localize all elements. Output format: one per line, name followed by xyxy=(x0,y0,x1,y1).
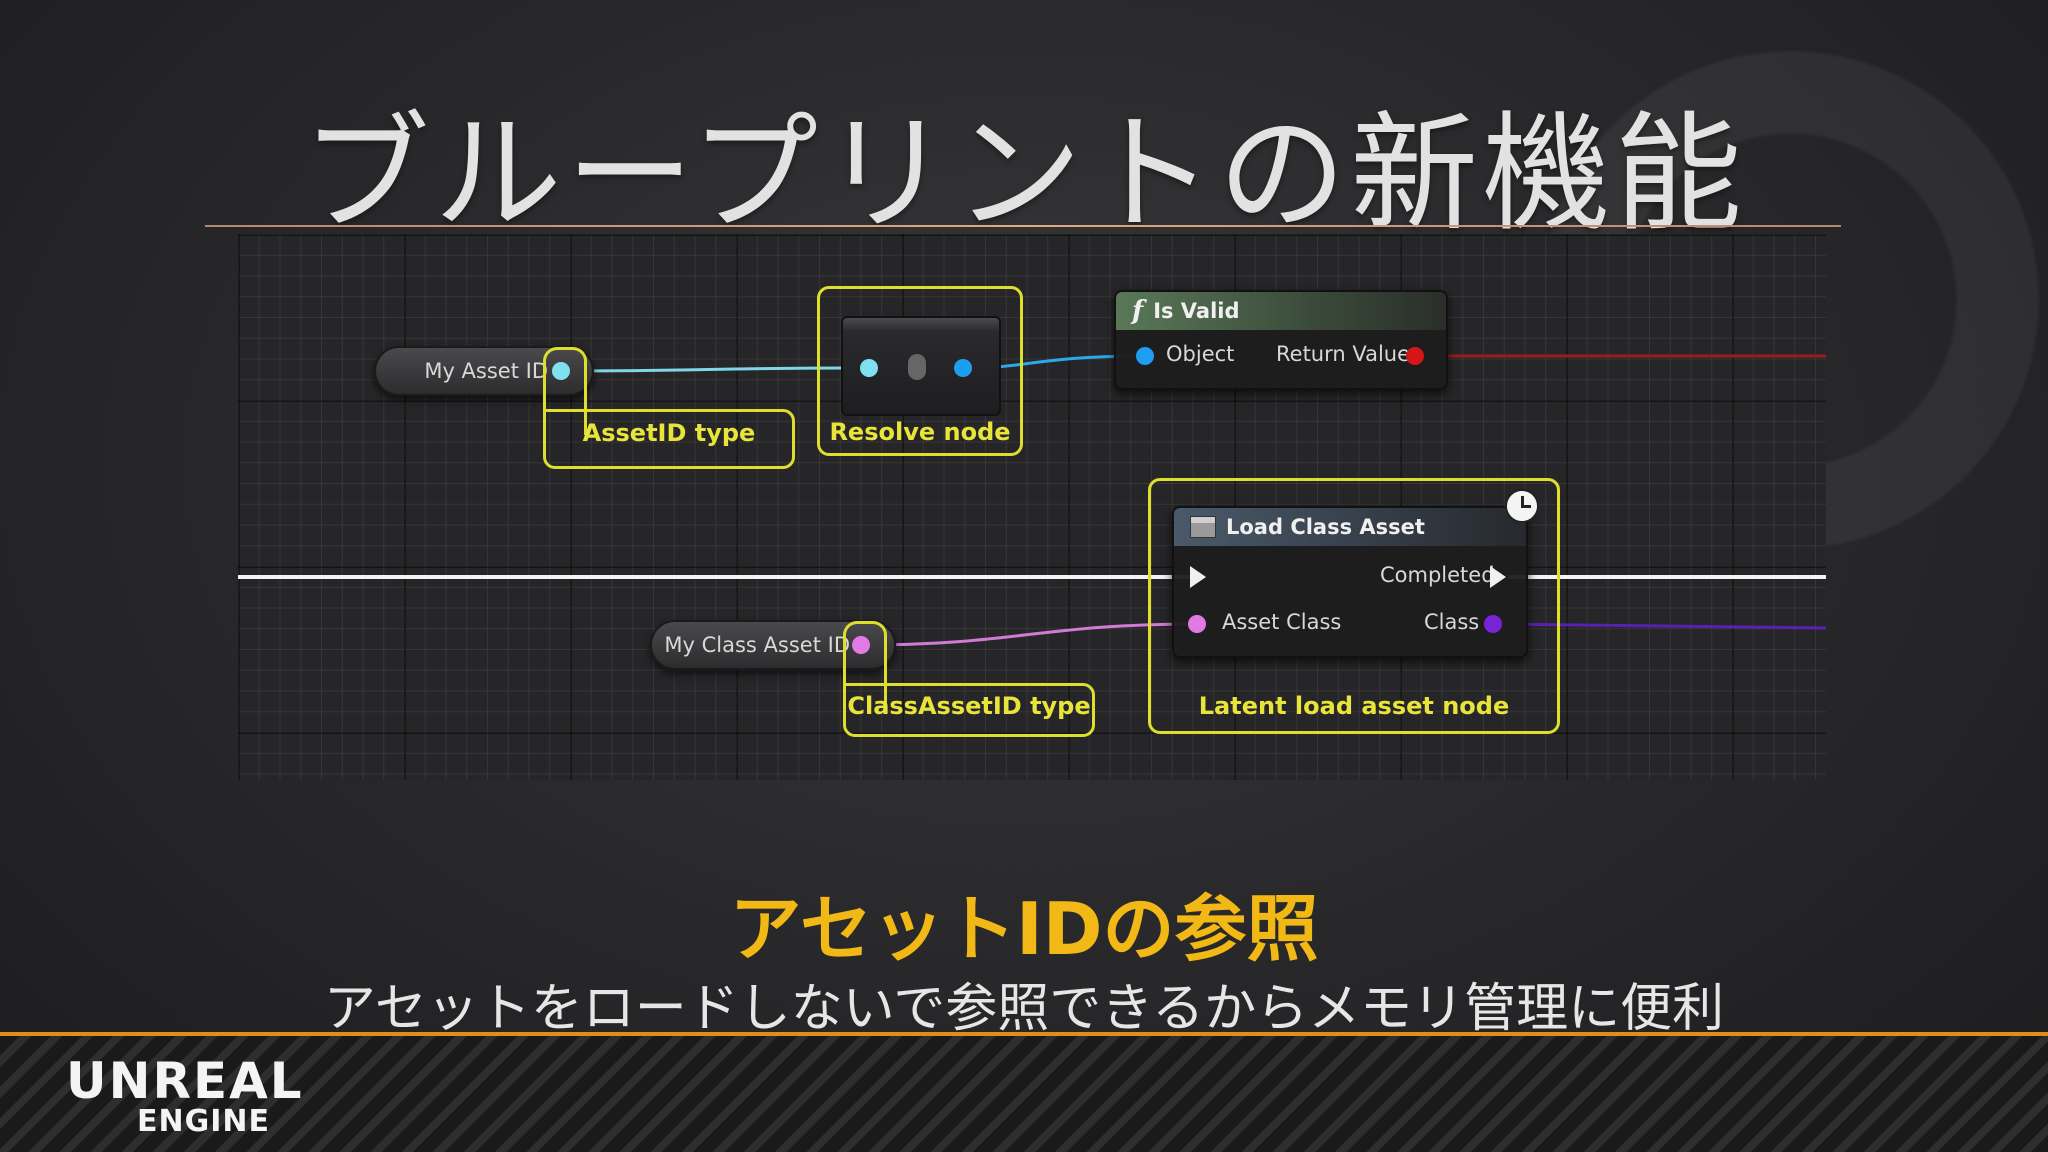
clock-icon xyxy=(1505,489,1539,523)
label-classassetid-type: ClassAssetID type xyxy=(847,692,1091,720)
is-valid-return-pin[interactable] xyxy=(1406,347,1424,365)
highlight-classassetid-pin xyxy=(843,621,887,711)
asset-id-output-pin[interactable] xyxy=(552,362,570,380)
load-class-asset-title: Load Class Asset xyxy=(1226,515,1425,539)
class-asset-id-output-pin[interactable] xyxy=(852,636,870,654)
highlight-assetid-type xyxy=(543,409,795,469)
graph-wires xyxy=(238,354,1826,647)
title-divider xyxy=(205,225,1841,227)
highlight-assetid-pin xyxy=(543,347,587,435)
is-valid-object-pin[interactable] xyxy=(1136,347,1154,365)
is-valid-title: Is Valid xyxy=(1153,299,1240,323)
highlight-classassetid-type xyxy=(843,683,1095,737)
slide-caption: アセットをロードしないで参照できるからメモリ管理に便利 xyxy=(323,979,1725,1039)
class-output-label: Class xyxy=(1424,610,1480,634)
class-output-wire xyxy=(1497,622,1826,630)
completed-label: Completed xyxy=(1380,563,1495,587)
exec-completed-pin[interactable] xyxy=(1490,566,1506,588)
variable-label-my-class-asset-id: My Class Asset ID xyxy=(664,633,850,657)
highlight-resolve-node xyxy=(817,286,1023,456)
exec-input-pin[interactable] xyxy=(1190,566,1206,588)
is-valid-return-label: Return Value xyxy=(1276,342,1411,366)
class-output-pin[interactable] xyxy=(1484,615,1502,633)
slide-subtitle: アセットIDの参照 xyxy=(729,887,1319,971)
slide-title: ブループリントの新機能 xyxy=(301,100,1747,249)
label-latent-load-asset-node: Latent load asset node xyxy=(1198,692,1510,720)
resolve-input-pin[interactable] xyxy=(860,359,878,377)
highlight-latent-load-node xyxy=(1148,478,1560,734)
is-valid-header: f Is Valid xyxy=(1116,292,1446,330)
asset-class-input-pin[interactable] xyxy=(1188,615,1206,633)
label-resolve-node: Resolve node xyxy=(829,418,1011,446)
is-valid-node[interactable]: f Is Valid xyxy=(1114,290,1448,390)
resolve-node-center-icon xyxy=(908,354,926,380)
asset-id-wire xyxy=(561,366,859,373)
load-class-asset-node[interactable]: Load Class Asset xyxy=(1172,506,1528,658)
load-class-asset-header: Load Class Asset xyxy=(1174,508,1526,546)
footer-accent-line xyxy=(0,1032,2048,1036)
unreal-engine-logo-line1: UNREAL xyxy=(66,1052,304,1110)
resolve-output-pin[interactable] xyxy=(954,359,972,377)
class-asset-icon xyxy=(1190,516,1216,538)
asset-class-label: Asset Class xyxy=(1222,610,1342,634)
footer-bar xyxy=(0,1036,2048,1152)
is-valid-object-label: Object xyxy=(1166,342,1235,366)
label-assetid-type: AssetID type xyxy=(582,419,756,447)
blueprint-graph: My Asset ID AssetID type Resolve node f … xyxy=(238,234,1826,780)
function-icon: f xyxy=(1132,296,1144,326)
variable-label-my-asset-id: My Asset ID xyxy=(424,359,548,383)
unreal-engine-logo-line2: ENGINE xyxy=(137,1104,270,1139)
class-asset-id-wire xyxy=(861,622,1201,647)
